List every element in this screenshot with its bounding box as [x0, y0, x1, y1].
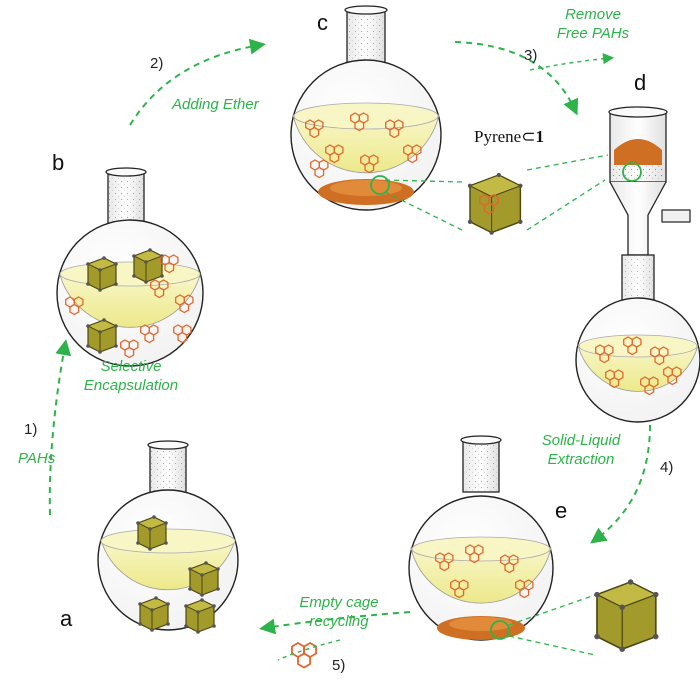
flask-c: [290, 5, 442, 211]
step-number-1: 1): [24, 421, 38, 438]
panel-label-c: c: [317, 10, 328, 35]
complex-label-symbol: ⊂: [521, 127, 536, 146]
caption-step-1-line-1: Selective: [100, 358, 162, 375]
flask-e: [408, 435, 554, 641]
free-pah-icon: [291, 642, 317, 669]
caption-step-3-line-2: Free PAHs: [556, 24, 630, 42]
caption-step-1: Selective Encapsulation: [76, 358, 186, 396]
step-number-3: 3): [524, 47, 538, 64]
flask-a: [97, 440, 239, 635]
zoom-lines-c: [384, 154, 609, 231]
caption-step-4-line-2: Extraction: [547, 450, 615, 468]
caption-step-1-line-2: Encapsulation: [83, 376, 179, 394]
panel-label-e: e: [555, 498, 568, 523]
panel-label-b: b: [52, 150, 65, 175]
complex-label: Pyrene⊂1: [474, 128, 544, 145]
panel-label-a: a: [60, 606, 73, 631]
caption-step-4-line-1: Solid-Liquid: [541, 432, 621, 449]
arrow-step-2: [129, 38, 266, 126]
complex-label-guest: Pyrene: [474, 127, 522, 146]
caption-pahs: PAHs: [18, 450, 56, 467]
step-number-2: 2): [150, 55, 164, 72]
arrow-step-3-main: [454, 41, 579, 116]
caption-step-3: Remove Free PAHs: [548, 6, 638, 44]
process-arrows: [48, 38, 651, 661]
pyrene-complex-cage: [467, 172, 523, 235]
empty-cage: [594, 579, 659, 652]
arrow-step-3-branch: [529, 53, 615, 71]
caption-step-5-line-2: recycling: [309, 612, 369, 630]
caption-step-5-line-1: Empty cage: [299, 594, 379, 611]
caption-step-4: Solid-Liquid Extraction: [526, 432, 636, 470]
step-number-4: 4): [660, 459, 674, 476]
filtration-apparatus-d: [575, 106, 700, 423]
step-number-5: 5): [332, 657, 346, 674]
caption-step-2: Adding Ether: [172, 96, 259, 113]
panel-label-d: d: [634, 70, 647, 95]
arrow-step-4: [590, 424, 651, 544]
zoom-lines-e: [508, 594, 596, 656]
flask-b: [56, 167, 204, 367]
caption-step-3-line-1: Remove: [565, 6, 621, 23]
complex-label-index: 1: [535, 127, 544, 146]
caption-step-5: Empty cage recycling: [284, 594, 394, 632]
arrow-step-1: [48, 339, 72, 516]
